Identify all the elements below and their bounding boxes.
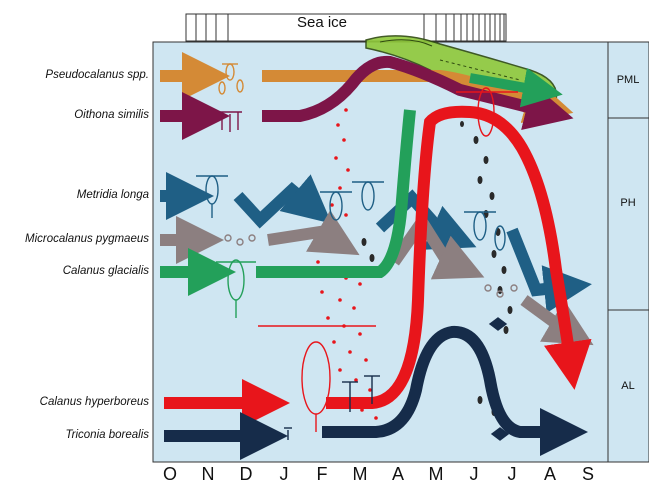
sea-ice-label: Sea ice bbox=[272, 14, 372, 31]
layer-label-al: AL bbox=[607, 380, 649, 392]
month-label: N bbox=[193, 464, 223, 485]
month-label: O bbox=[155, 464, 185, 485]
layer-label-ph: PH bbox=[607, 197, 649, 209]
month-label: A bbox=[535, 464, 565, 485]
month-label: D bbox=[231, 464, 261, 485]
month-label: M bbox=[345, 464, 375, 485]
month-label: S bbox=[573, 464, 603, 485]
species-label-metridia: Metridia longa bbox=[77, 189, 149, 201]
month-label: F bbox=[307, 464, 337, 485]
month-label: J bbox=[459, 464, 489, 485]
layer-column bbox=[608, 42, 649, 462]
layer-label-pml: PML bbox=[607, 74, 649, 86]
species-label-pseudocalanus: Pseudocalanus spp. bbox=[45, 69, 149, 81]
month-label: J bbox=[269, 464, 299, 485]
month-label: J bbox=[497, 464, 527, 485]
species-label-calanus-glacialis: Calanus glacialis bbox=[63, 265, 149, 277]
species-label-triconia: Triconia borealis bbox=[65, 429, 149, 441]
species-label-microcalanus: Microcalanus pygmaeus bbox=[25, 233, 149, 245]
species-label-calanus-hyperboreus: Calanus hyperboreus bbox=[40, 396, 149, 408]
month-label: A bbox=[383, 464, 413, 485]
species-label-oithona: Oithona similis bbox=[74, 109, 149, 121]
oithona-copepod-icon bbox=[218, 112, 242, 132]
month-label: M bbox=[421, 464, 451, 485]
